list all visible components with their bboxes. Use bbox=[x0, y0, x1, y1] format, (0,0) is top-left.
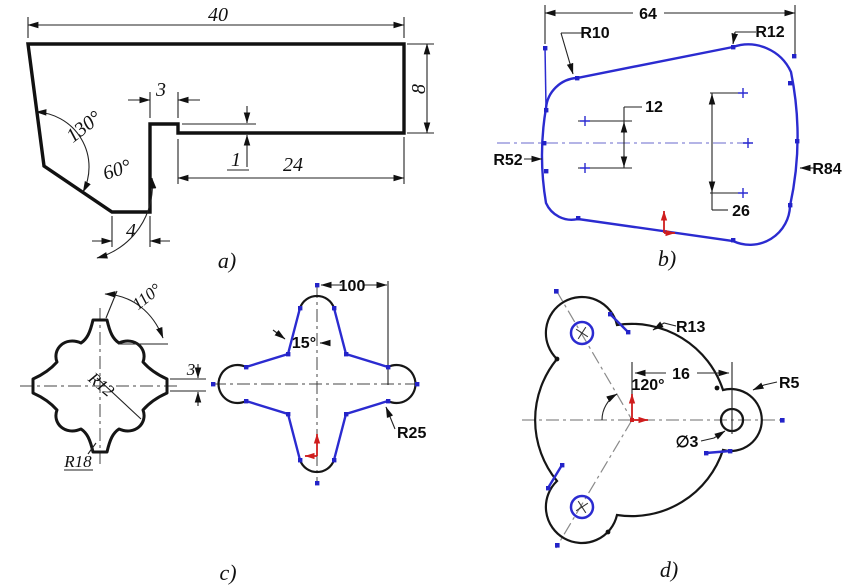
radius-r12-label-c: R12 bbox=[84, 368, 118, 401]
blue-sketch-segments-d bbox=[546, 313, 731, 489]
angle-120-label: 120° bbox=[631, 377, 664, 394]
radius-r5-label: R5 bbox=[779, 375, 800, 392]
radius-r13-label: R13 bbox=[676, 319, 705, 336]
drawing-b: 64 R10 R12 R52 R84 12 26 bbox=[493, 5, 842, 271]
spline-outline-b bbox=[540, 43, 799, 246]
hole-upper-left bbox=[569, 320, 595, 346]
dim-8-label: 8 bbox=[408, 84, 430, 94]
dim-16-label: 16 bbox=[672, 366, 690, 383]
angle-110-label: 110° bbox=[129, 279, 165, 313]
dim-100-label: 100 bbox=[339, 278, 366, 295]
sketch-vertex-dots-d bbox=[546, 289, 785, 548]
drawing-c-right-star: 100 15° R25 c) bbox=[211, 278, 426, 585]
dim-1-label: 1 bbox=[231, 149, 241, 171]
radius-r52-label: R52 bbox=[493, 152, 522, 169]
dim-3-label-c: 3 bbox=[186, 360, 196, 379]
dim-12-label: 12 bbox=[645, 99, 663, 116]
drawing-d: 16 120° R13 R5 ∅3 d) bbox=[522, 289, 800, 582]
angle-130-label: 130° bbox=[62, 107, 105, 148]
panel-label-d: d) bbox=[660, 557, 678, 582]
radius-r10-label: R10 bbox=[580, 25, 609, 42]
hole-lower-left bbox=[569, 494, 595, 520]
origin-icon-b bbox=[660, 210, 676, 237]
origin-icon-d bbox=[628, 393, 649, 424]
panel-label-b: b) bbox=[658, 246, 676, 271]
drawing-a: 40 8 3 1 24 4 130° 60° a) bbox=[26, 4, 434, 273]
angle-60-label: 60° bbox=[100, 155, 133, 185]
radius-r84-label: R84 bbox=[812, 161, 841, 178]
sketch-vertex-dots-b bbox=[542, 45, 800, 243]
drawing-c-left-star: 110° R12 R18 3 bbox=[20, 279, 206, 471]
sketch-vertex-dots-c bbox=[211, 283, 420, 486]
origin-icon-c bbox=[304, 433, 321, 460]
dim-24-label: 24 bbox=[283, 154, 303, 176]
panel-label-c: c) bbox=[219, 560, 236, 585]
panel-label-a: a) bbox=[218, 248, 236, 273]
centerline-d-diag-lower bbox=[555, 419, 633, 549]
sketch-point-crosses-b bbox=[580, 88, 753, 198]
star-cap-arcs bbox=[217, 294, 417, 474]
radius-r12-label: R12 bbox=[755, 24, 784, 41]
dim-3-label: 3 bbox=[155, 79, 166, 101]
cam-outline-d bbox=[534, 295, 763, 545]
dim-40-label: 40 bbox=[208, 4, 228, 26]
radius-r25-label: R25 bbox=[397, 425, 426, 442]
radius-r18-label: R18 bbox=[63, 452, 92, 471]
diameter-3-label: ∅3 bbox=[676, 434, 699, 451]
angle-15-label: 15° bbox=[292, 335, 316, 352]
star-outline-c-left bbox=[31, 318, 169, 454]
centerline-d-diag-upper bbox=[555, 289, 633, 421]
dim-26-label: 26 bbox=[732, 203, 750, 220]
dim-64-label: 64 bbox=[639, 6, 657, 23]
